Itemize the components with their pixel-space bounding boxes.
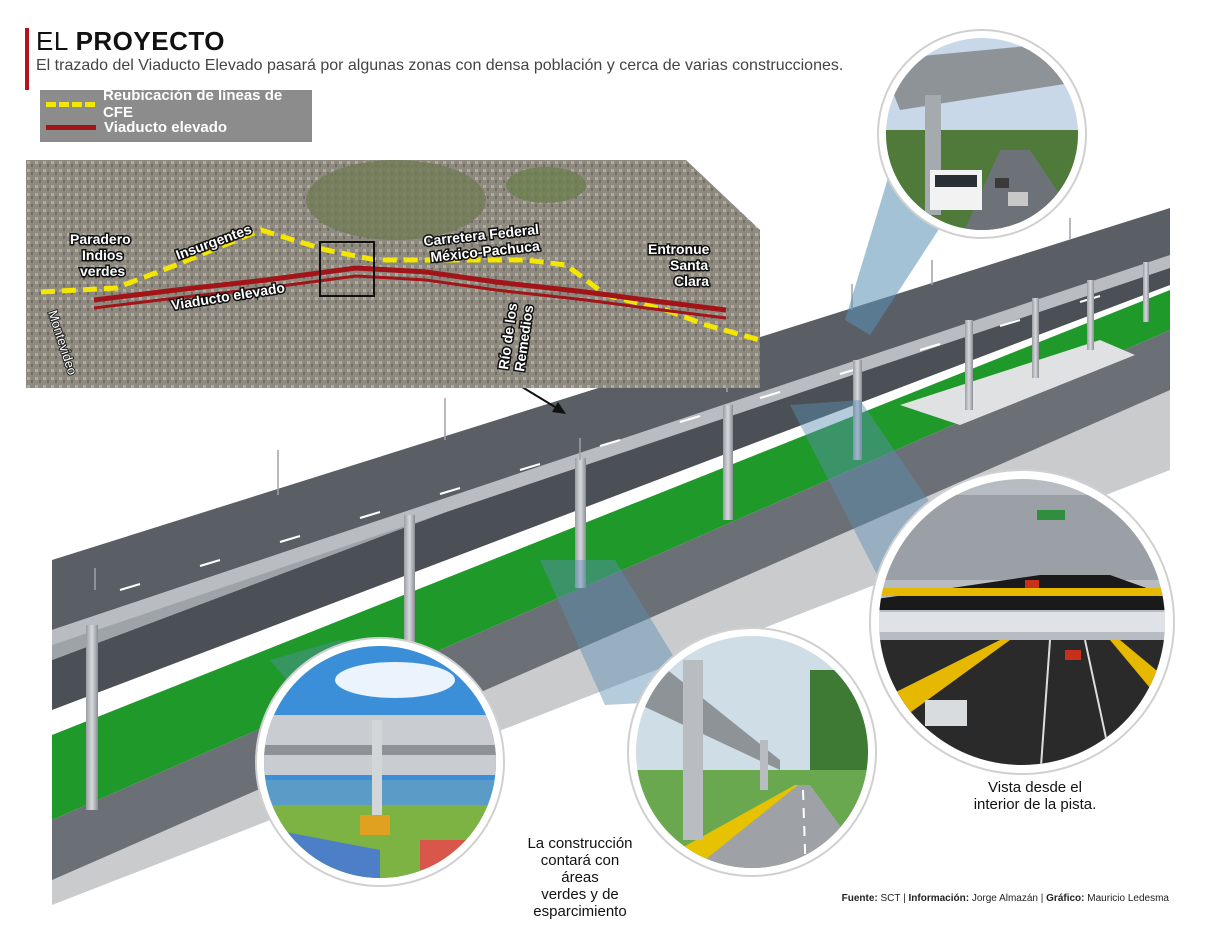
map-park-zone xyxy=(506,167,586,203)
label-paradero-2: Indios xyxy=(82,247,123,263)
caption-areas-verdes: La construcción contará con áreas verdes… xyxy=(520,835,640,920)
arrow-head-icon xyxy=(552,402,566,414)
fuente-label: Fuente: xyxy=(841,893,878,904)
grafico-label: Gráfico: xyxy=(1046,893,1085,904)
info-label: Información: xyxy=(908,893,970,904)
caption-line: contará con áreas xyxy=(540,852,620,886)
map-green-zone xyxy=(306,160,486,240)
viaducto-line-2 xyxy=(93,274,727,320)
photo-circle-road xyxy=(627,627,877,877)
caption-line: verdes y de xyxy=(541,886,619,903)
viaduct-top-deck xyxy=(52,208,1170,630)
caption-interior: Vista desde el interior de la pista. xyxy=(965,779,1105,813)
page-subtitle: El trazado del Viaducto Elevado pasará p… xyxy=(36,57,844,74)
caption-line: La construcción xyxy=(527,835,633,852)
caption-line: interior de la pista. xyxy=(973,796,1097,813)
legend: Reubicación de líneas de CFE Viaducto el… xyxy=(40,87,312,142)
legend-label-cfe: Reubicación de líneas de CFE xyxy=(102,87,283,121)
page-title: EL PROYECTO xyxy=(36,26,225,57)
source-credits: Fuente: SCT | Información: Jorge Almazán… xyxy=(841,893,1169,904)
photo-circle-bus xyxy=(877,29,1087,239)
side-platform xyxy=(900,340,1135,425)
legend-label-viaducto: Viaducto elevado xyxy=(104,118,228,136)
label-entronque-3: Clara xyxy=(674,273,709,289)
title-bold: PROYECTO xyxy=(75,26,225,56)
caption-line: esparcimiento xyxy=(533,903,627,920)
legend-item-cfe: Reubicación de líneas de CFE xyxy=(46,87,312,121)
legend-item-viaducto: Viaducto elevado xyxy=(46,117,227,137)
title-light: EL xyxy=(36,26,76,56)
solid-line-icon xyxy=(46,124,96,130)
photo-circle-park xyxy=(255,637,505,887)
viaduct-deck-edge xyxy=(52,255,1170,645)
map-aerial-background xyxy=(26,160,760,388)
dashed-line-icon xyxy=(46,101,95,107)
label-paradero-1: Paradero xyxy=(70,231,131,247)
map-focus-box xyxy=(319,241,375,297)
viaduct-pillars xyxy=(86,262,1149,810)
route-map: Paradero Indios verdes Insurgentes Carre… xyxy=(26,160,760,388)
fuente-value: SCT xyxy=(880,893,901,904)
viaducto-line xyxy=(93,265,727,313)
label-entronque-2: Santa xyxy=(670,257,708,273)
label-entronque-1: Entronue xyxy=(648,241,710,257)
header-accent-bar xyxy=(25,28,29,90)
lane-markings xyxy=(119,295,1101,591)
grafico-value: Mauricio Ledesma xyxy=(1087,893,1169,904)
caption-line: Vista desde el xyxy=(988,779,1082,796)
photo-circle-interior xyxy=(869,469,1175,775)
label-paradero-3: verdes xyxy=(80,263,125,279)
info-value: Jorge Almazán xyxy=(971,893,1038,904)
